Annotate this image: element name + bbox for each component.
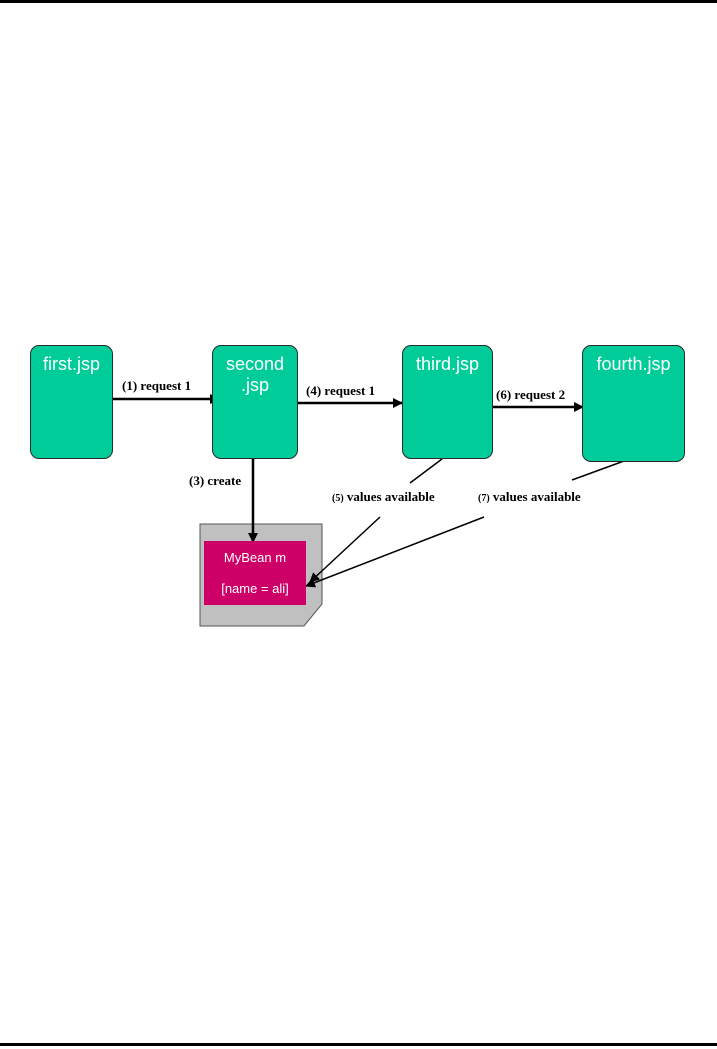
- bean-object: MyBean m [name = ali]: [204, 541, 306, 605]
- node-first-jsp: first.jsp: [30, 345, 113, 459]
- node-first-label: first.jsp: [42, 354, 100, 374]
- bottom-rule: [0, 1043, 717, 1046]
- label-request-1a: (1) request 1: [122, 378, 192, 393]
- arrow-values-5: [309, 516, 381, 583]
- label-values-5-num: (5): [332, 493, 344, 504]
- label-create: (3) create: [189, 473, 242, 488]
- label-values-7-num: (7): [478, 493, 490, 504]
- label-values-7: (7) values available: [478, 489, 581, 505]
- node-third-label: third.jsp: [415, 354, 480, 374]
- arrow-values-7: [305, 516, 485, 588]
- node-second-label-2: .jsp: [240, 375, 269, 395]
- node-third-jsp: third.jsp: [402, 345, 493, 459]
- bean-name: MyBean m: [223, 550, 287, 565]
- label-request-2: (6) request 2: [496, 387, 566, 402]
- node-second-jsp: second .jsp: [212, 345, 298, 459]
- node-fourth-label: fourth.jsp: [596, 354, 671, 374]
- label-values-5-text: values available: [346, 489, 435, 504]
- label-values-5: (5) values available: [332, 489, 435, 505]
- node-fourth-jsp: fourth.jsp: [582, 345, 685, 462]
- label-values-7-text: values available: [492, 489, 581, 504]
- node-second-label-1: second: [225, 354, 285, 374]
- top-rule: [0, 0, 717, 3]
- label-request-1b: (4) request 1: [306, 383, 376, 398]
- bean-property: [name = ali]: [221, 581, 289, 596]
